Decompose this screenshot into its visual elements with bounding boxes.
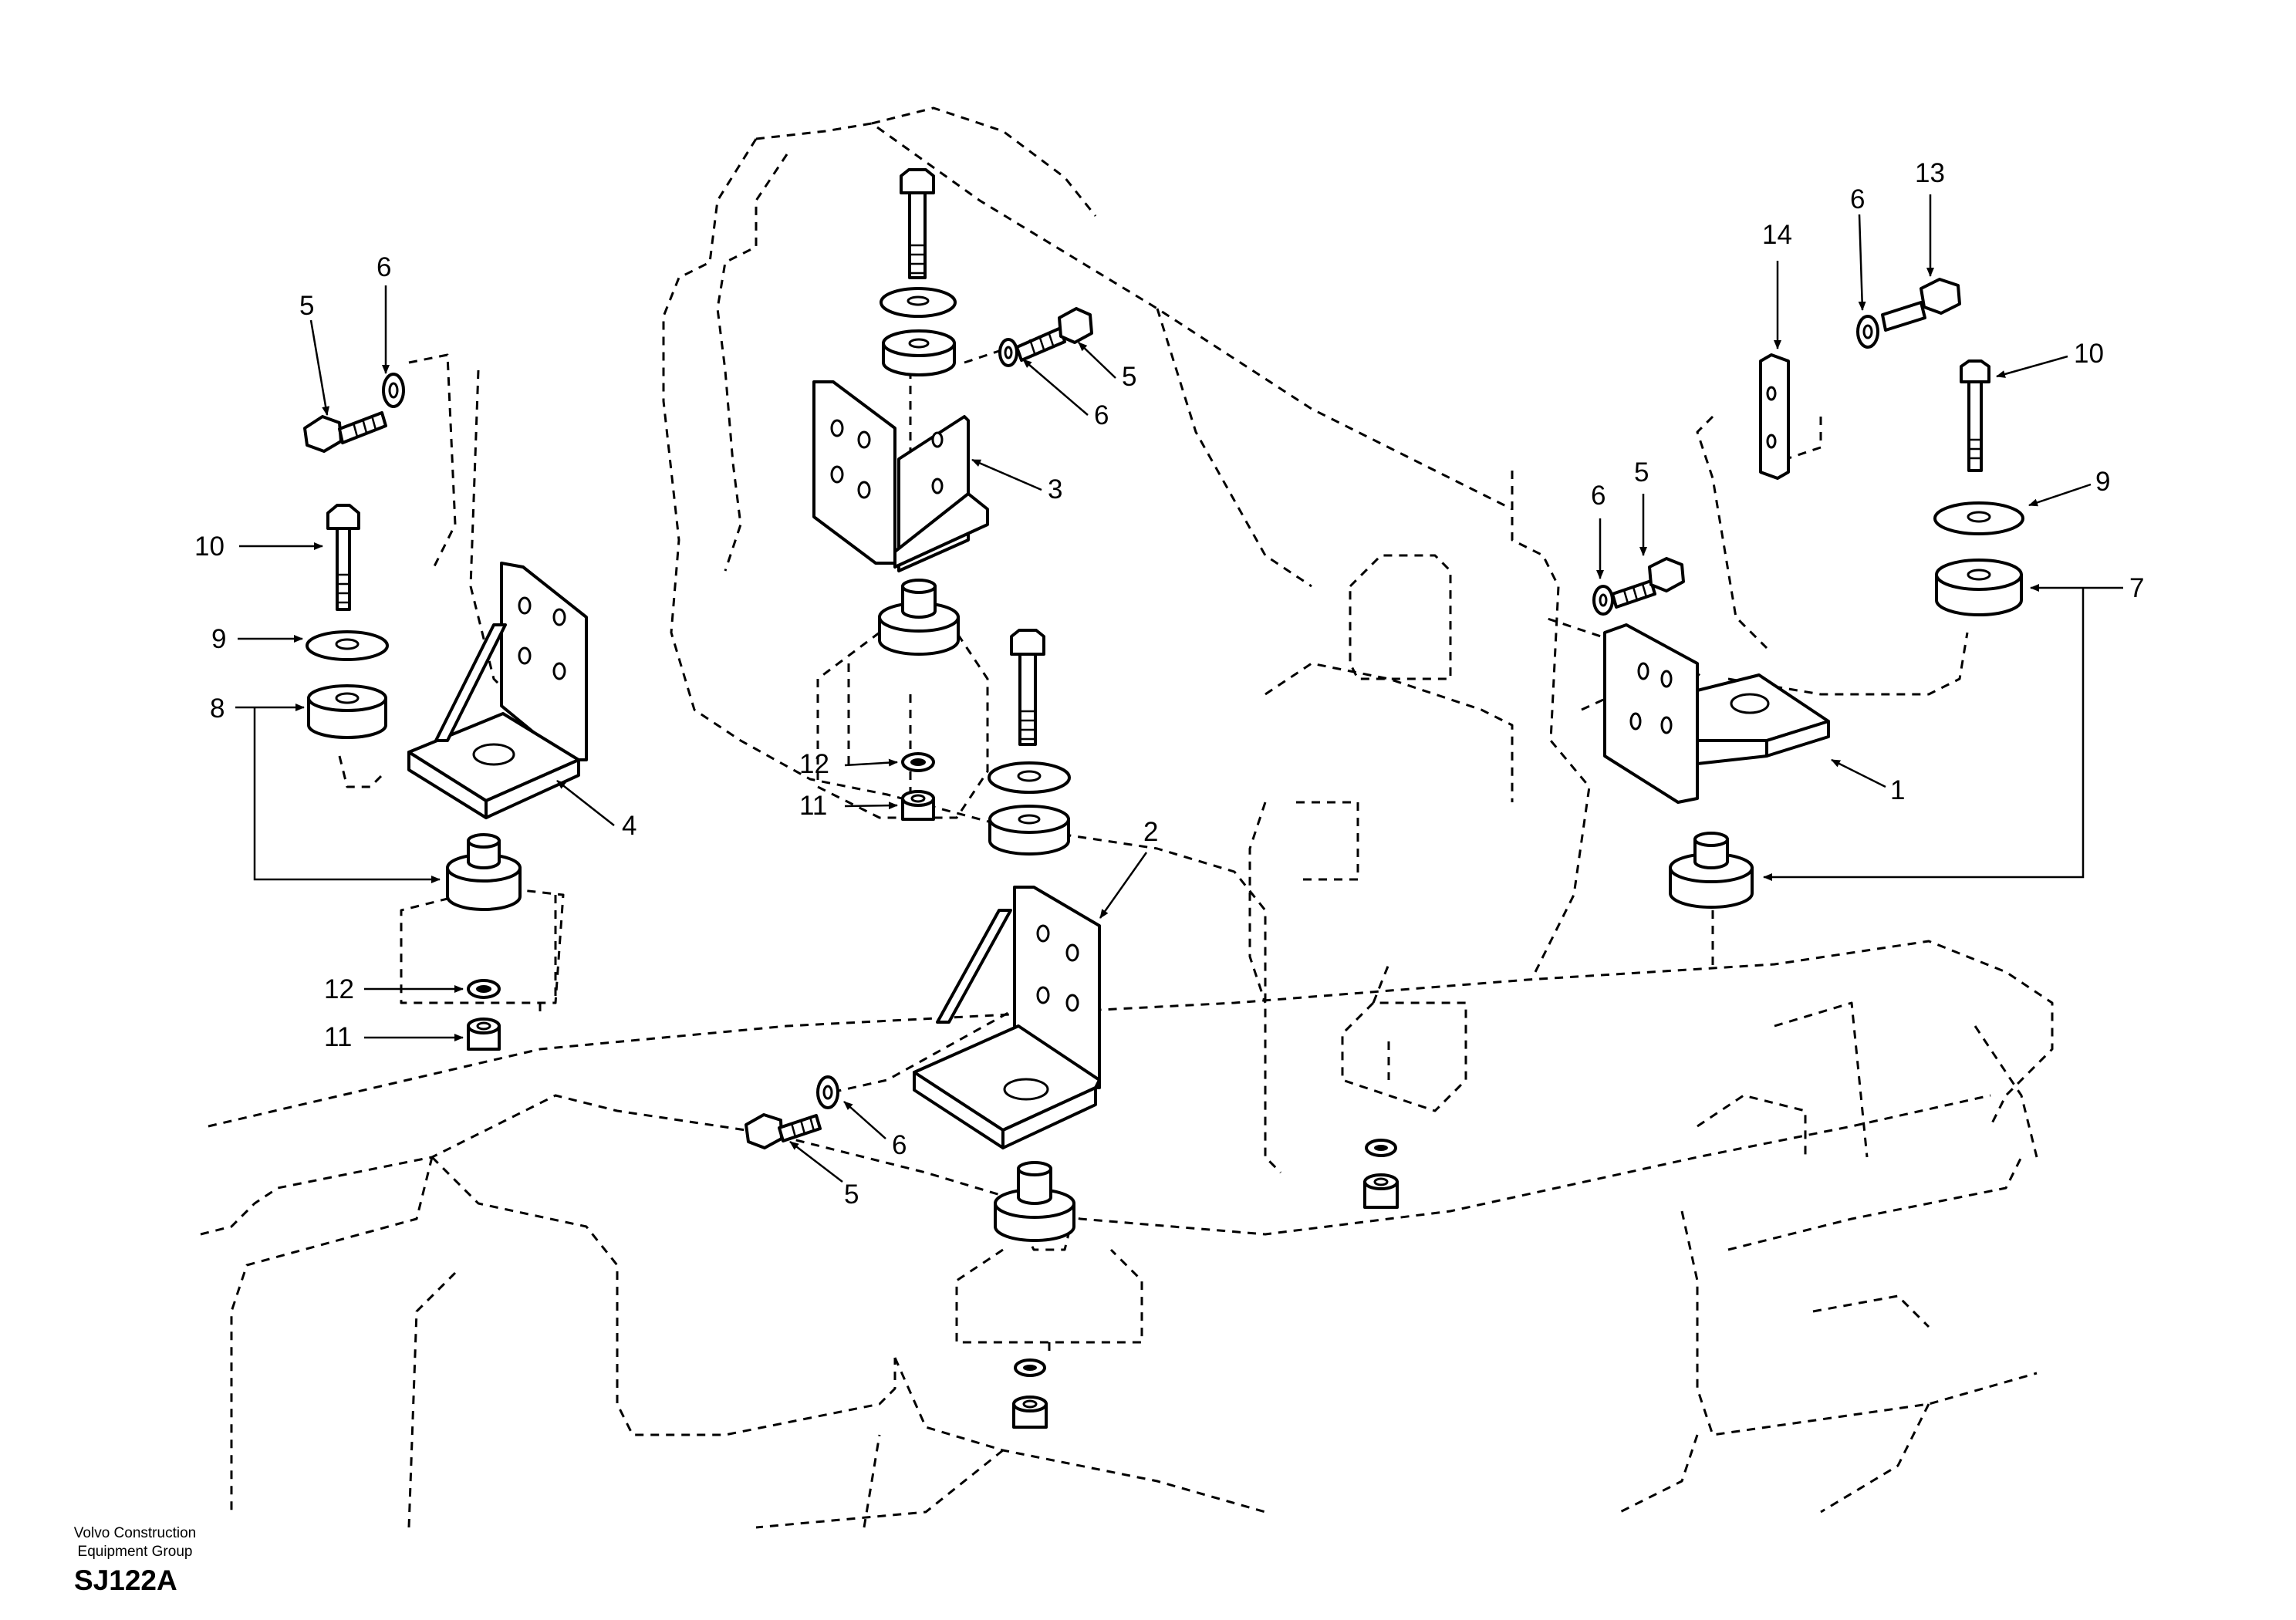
bolt-5-mid-part	[1611, 557, 1685, 609]
callout-11-left: 11	[324, 1022, 352, 1052]
callout-10-left: 10	[194, 532, 225, 562]
bolt-13-part	[1881, 278, 1961, 332]
right-mount-assembly	[1341, 278, 2024, 1209]
company-name-line1: Volvo Construction	[73, 1525, 197, 1541]
callout-6-left: 6	[376, 252, 391, 282]
callout-9-left: 9	[211, 624, 226, 654]
callout-13: 13	[1915, 158, 1945, 188]
bolt-bottom-center-part	[1010, 629, 1045, 746]
bracket-1-part	[1603, 623, 1830, 804]
rubber-7-part	[1935, 559, 2023, 616]
leader-lines	[235, 194, 2123, 1183]
washer-12-left-part	[467, 979, 501, 999]
top-center-mount-assembly	[812, 168, 1093, 821]
engine-outline	[662, 106, 1591, 1174]
washer-6-right-part	[1856, 315, 1879, 349]
washer-6-bottom-part	[816, 1075, 839, 1109]
washer-right-lower-part	[1365, 1139, 1397, 1157]
nut-11-left-part	[467, 1018, 501, 1051]
bolt-5-left-part	[303, 411, 387, 453]
bottom-center-mount-assembly	[745, 629, 1143, 1429]
washer-6-left-part	[382, 373, 405, 408]
left-mount-assembly	[303, 353, 588, 1051]
rubber-top-center-part	[882, 329, 956, 376]
bolt-top-center-part	[900, 168, 935, 279]
washer-bottom-nut-part	[1014, 1358, 1046, 1377]
mount-rubber-left-part	[446, 833, 522, 911]
callout-6-top: 6	[1094, 400, 1109, 430]
company-name-line2: Equipment Group	[77, 1544, 193, 1560]
callout-3: 3	[1048, 474, 1062, 505]
callout-9-right: 9	[2095, 467, 2110, 497]
nut-11-mid-part	[901, 790, 935, 821]
bolt-5-top-part	[1015, 307, 1093, 362]
washer-bottom-center-part	[988, 761, 1071, 794]
bolt-5-bottom-part	[745, 1113, 822, 1149]
mount-rubber-right-part	[1669, 832, 1754, 909]
bracket-2-part	[913, 886, 1101, 1149]
washer-12-mid-part	[901, 752, 935, 772]
mount-rubber-bottom-center-part	[994, 1161, 1075, 1242]
nut-right-lower-part	[1363, 1173, 1399, 1209]
callout-5-bottom: 5	[844, 1180, 859, 1210]
nut-bottom-part	[1012, 1396, 1048, 1429]
callout-1: 1	[1890, 775, 1905, 805]
bracket-3-part	[812, 380, 989, 572]
washer-6-mid-part	[1592, 585, 1614, 616]
callout-4: 4	[622, 811, 636, 841]
company-name: Volvo Construction Equipment Group	[46, 1524, 224, 1561]
callout-10-right: 10	[2074, 339, 2104, 369]
bolt-10-left-part	[326, 504, 360, 611]
drawing-code: SJ122A	[74, 1564, 177, 1596]
washer-top-center-part	[880, 287, 957, 318]
callout-6-bottom: 6	[892, 1130, 907, 1160]
bracket-4-part	[407, 562, 588, 819]
callout-11-mid: 11	[799, 791, 827, 821]
callout-5-top: 5	[1122, 362, 1136, 392]
callout-14: 14	[1762, 220, 1792, 250]
rubber-bottom-center-part	[988, 805, 1070, 856]
mount-rubber-top-center-part	[878, 579, 960, 656]
callout-7: 7	[2129, 573, 2144, 603]
rubber-8-left-part	[307, 684, 387, 739]
callout-6-right: 6	[1850, 184, 1865, 214]
bolt-10-right-part	[1960, 359, 1990, 472]
washer-6-top-part	[998, 338, 1018, 367]
callout-5-mid: 5	[1634, 457, 1649, 488]
callout-5-left: 5	[299, 291, 314, 321]
callout-8: 8	[210, 694, 225, 724]
callout-6-mid: 6	[1591, 481, 1606, 511]
callout-2: 2	[1143, 817, 1158, 847]
plate-14-part	[1759, 353, 1790, 480]
washer-9-right-part	[1933, 501, 2024, 535]
washer-9-left-part	[306, 630, 389, 661]
callout-labels: 13 14 6 10 9 7 6 5 1 5 6 3 12 11 2 6 5 5…	[194, 158, 2144, 1210]
callout-12-left: 12	[324, 974, 354, 1004]
callout-12-mid: 12	[799, 749, 829, 779]
